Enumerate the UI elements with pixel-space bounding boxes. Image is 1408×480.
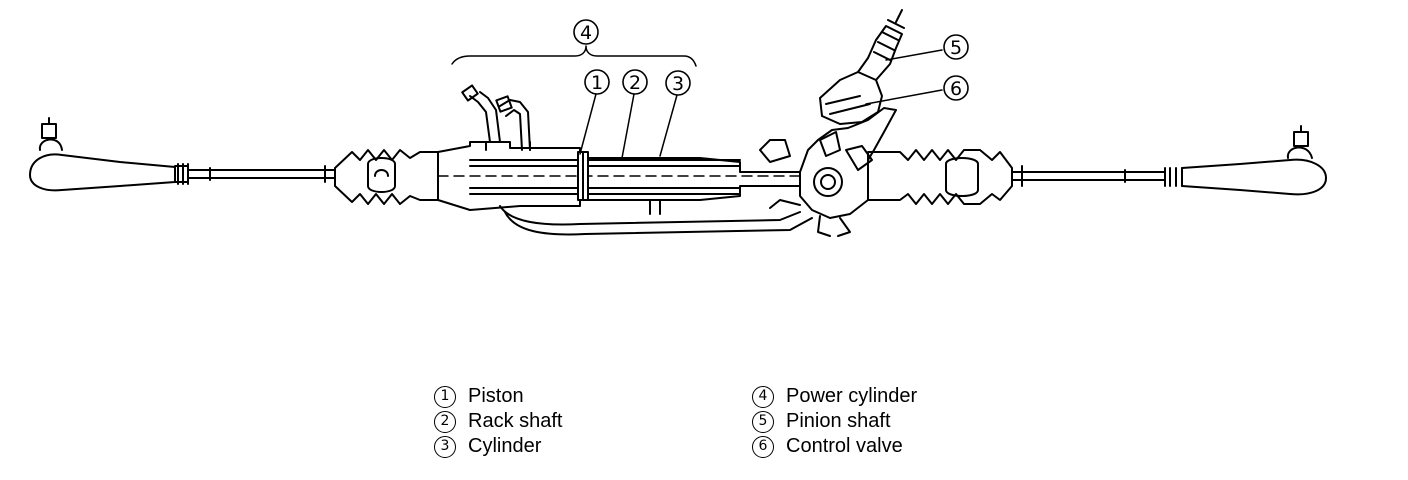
left-tie-rod-end	[29, 117, 189, 192]
legend-label: Power cylinder	[786, 385, 918, 407]
hydraulic-lines	[461, 84, 531, 151]
left-tie-rod	[187, 165, 336, 183]
legend-number: 4	[752, 385, 774, 408]
legend-label: Pinion shaft	[786, 410, 891, 432]
legend-label: Piston	[468, 385, 524, 407]
legend-number: 6	[752, 435, 774, 458]
right-tie-rod	[1011, 165, 1183, 187]
svg-text:5: 5	[950, 37, 962, 59]
gear-housing	[437, 141, 813, 236]
legend-item-cylinder: 3 Cylinder	[434, 434, 541, 459]
legend-number: 3	[434, 435, 456, 458]
legend-item-control-valve: 6 Control valve	[752, 434, 903, 459]
right-boot	[867, 149, 1013, 205]
svg-text:6: 6	[950, 78, 962, 100]
callout-1: 1	[584, 69, 610, 95]
legend-item-rack-shaft: 2 Rack shaft	[434, 409, 562, 434]
right-tie-rod-end	[1181, 125, 1327, 196]
legend-item-pinion-shaft: 5 Pinion shaft	[752, 409, 891, 434]
legend-item-piston: 1 Piston	[434, 384, 524, 409]
callout-6: 6	[943, 75, 969, 101]
legend-label: Cylinder	[468, 435, 542, 457]
callout-4: 4	[573, 19, 599, 45]
valve-body	[759, 71, 897, 237]
legend-number: 1	[434, 385, 456, 408]
callout-leaders	[451, 45, 943, 159]
svg-text:3: 3	[672, 73, 684, 95]
callout-5: 5	[943, 34, 969, 60]
legend-label: Rack shaft	[468, 410, 563, 432]
callout-2: 2	[622, 69, 648, 95]
left-boot	[334, 149, 439, 205]
legend-number: 5	[752, 410, 774, 433]
legend-item-power-cylinder: 4 Power cylinder	[752, 384, 917, 409]
svg-text:4: 4	[580, 22, 592, 44]
svg-text:2: 2	[629, 72, 641, 94]
legend-label: Control valve	[786, 435, 903, 457]
legend-number: 2	[434, 410, 456, 433]
callout-3: 3	[665, 70, 691, 96]
pinion-shaft	[857, 9, 905, 81]
svg-text:1: 1	[591, 72, 603, 94]
